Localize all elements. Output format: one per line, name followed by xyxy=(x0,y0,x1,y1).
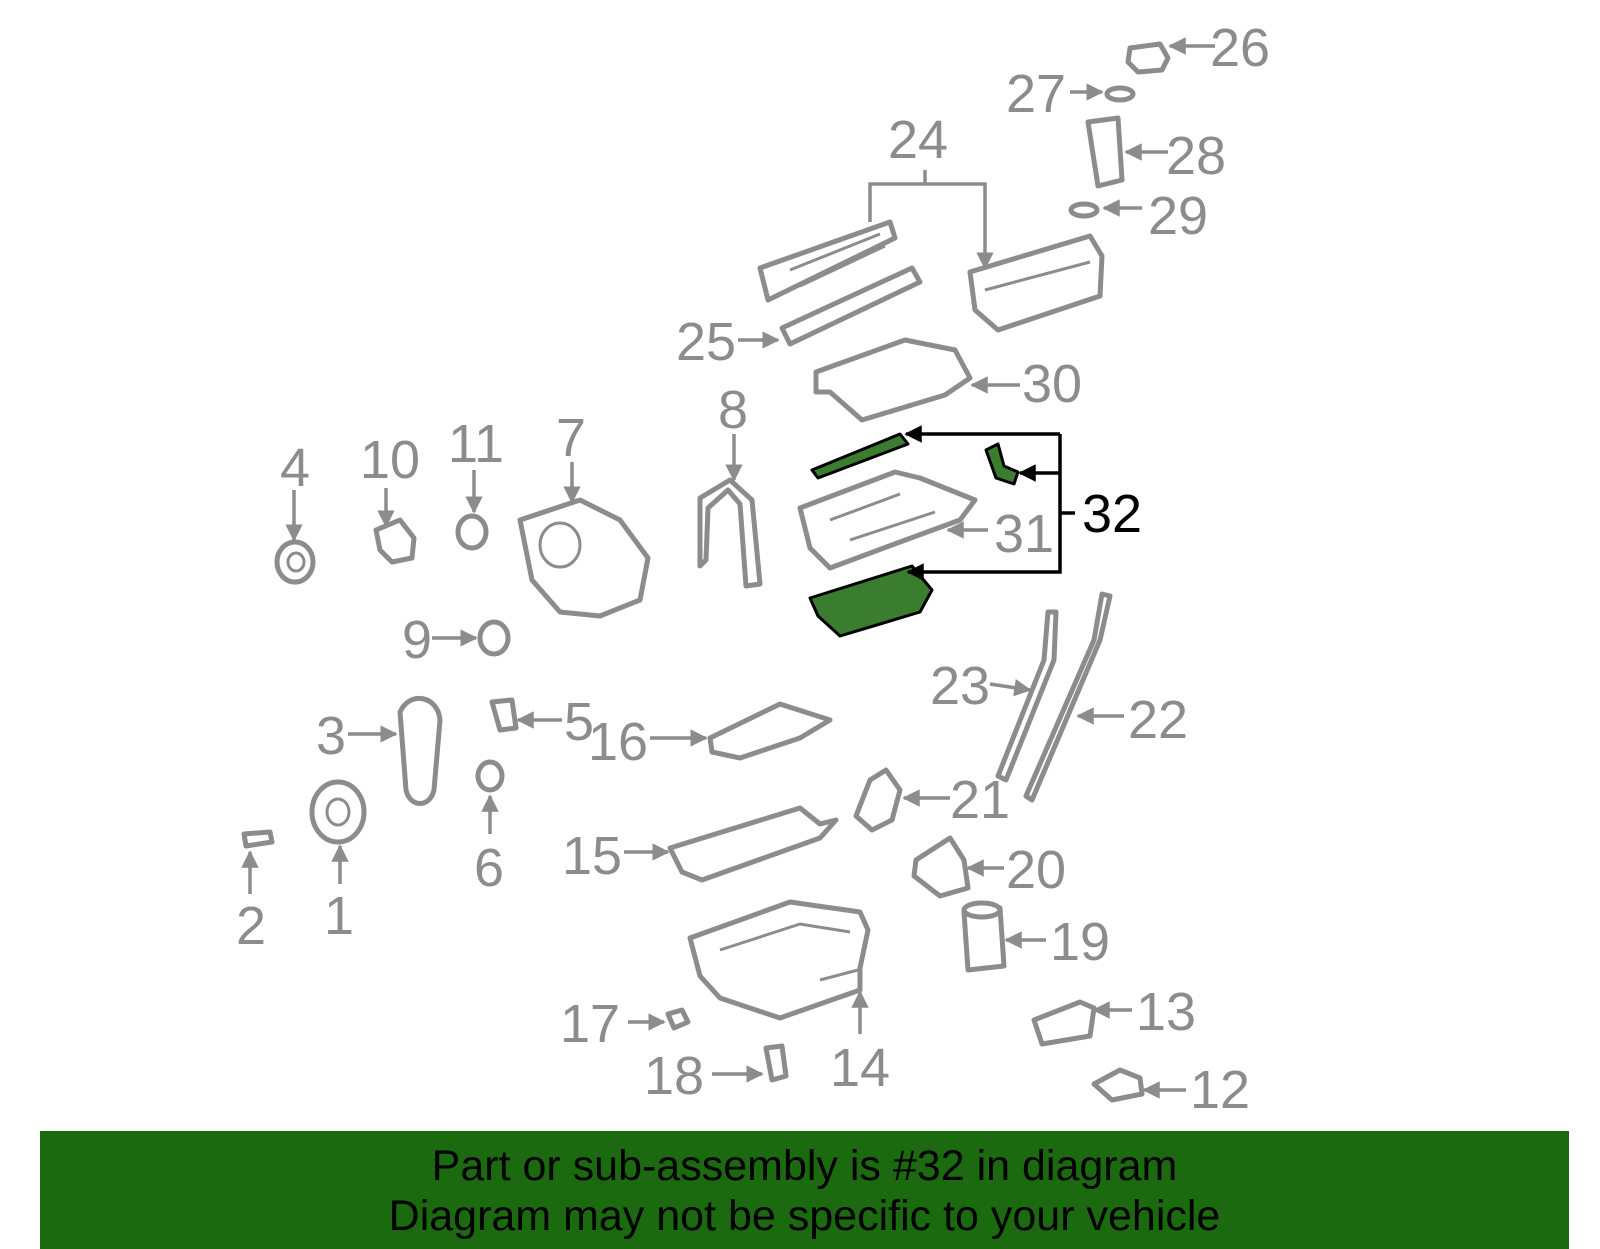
callout-29: 29 xyxy=(1148,186,1208,246)
part-oil-filter[interactable] xyxy=(961,900,1046,973)
part-o-ring-29[interactable] xyxy=(1068,199,1142,219)
part-32-gasket-set[interactable] xyxy=(808,425,1075,638)
part-crank-pulley[interactable] xyxy=(309,779,367,884)
callout-14: 14 xyxy=(830,1038,890,1098)
part-bracket-12[interactable] xyxy=(1091,1067,1186,1103)
part-valve-covers[interactable] xyxy=(757,170,1105,333)
callout-5: 5 xyxy=(564,692,594,752)
part-seal-27[interactable] xyxy=(1070,83,1136,103)
part-oil-pan[interactable] xyxy=(687,899,871,1034)
part-bracket-5[interactable] xyxy=(489,697,562,733)
callout-32: 32 xyxy=(1082,484,1142,544)
callout-28: 28 xyxy=(1166,126,1226,186)
part-dipstick-tube[interactable] xyxy=(989,609,1059,783)
part-intake-cover[interactable] xyxy=(813,337,1020,423)
callout-13: 13 xyxy=(1136,982,1196,1042)
callout-27: 27 xyxy=(1006,64,1066,124)
part-cover-20[interactable] xyxy=(911,835,1004,899)
callout-16: 16 xyxy=(588,712,648,772)
part-sensor-21[interactable] xyxy=(853,767,950,833)
notice-part-reference: Part or sub-assembly is #32 in diagram xyxy=(431,1142,1178,1190)
callout-23: 23 xyxy=(930,656,990,716)
part-filler-tube[interactable] xyxy=(1085,115,1168,189)
callout-11: 11 xyxy=(448,414,504,474)
callout-8: 8 xyxy=(718,380,748,440)
part-belt-3[interactable] xyxy=(348,695,443,806)
callout-25: 25 xyxy=(676,312,736,372)
notice-disclaimer: Diagram may not be specific to your vehi… xyxy=(388,1192,1221,1240)
callout-20: 20 xyxy=(1006,840,1066,900)
callout-6: 6 xyxy=(474,838,504,898)
part-seal-6[interactable] xyxy=(475,759,505,834)
part-sensor-18[interactable] xyxy=(712,1043,789,1083)
part-damper-4[interactable] xyxy=(274,490,316,585)
callout-2: 2 xyxy=(236,896,266,956)
callout-10: 10 xyxy=(360,430,420,490)
callout-30: 30 xyxy=(1022,354,1082,414)
part-ring-11[interactable] xyxy=(455,470,489,551)
callout-21: 21 xyxy=(950,770,1010,830)
callout-7: 7 xyxy=(556,408,586,468)
part-valve-cover-gasket[interactable] xyxy=(738,265,923,349)
part-seal-9[interactable] xyxy=(432,619,511,657)
part-sprocket-10[interactable] xyxy=(373,488,417,565)
callout-24: 24 xyxy=(888,110,948,170)
callout-17: 17 xyxy=(560,994,620,1054)
callout-1: 1 xyxy=(324,886,354,946)
part-intake-manifold[interactable] xyxy=(797,469,988,571)
callout-26: 26 xyxy=(1210,18,1270,78)
callout-31: 31 xyxy=(994,504,1054,564)
part-timing-cover-gasket[interactable] xyxy=(697,434,763,589)
callout-19: 19 xyxy=(1050,912,1110,972)
callout-18: 18 xyxy=(644,1046,704,1106)
callout-12: 12 xyxy=(1190,1060,1250,1120)
part-dipstick[interactable] xyxy=(1023,591,1124,803)
part-drain-plug[interactable] xyxy=(628,1007,691,1031)
callout-22: 22 xyxy=(1128,690,1188,750)
callout-3: 3 xyxy=(316,706,346,766)
diagram-notice-banner: Part or sub-assembly is #32 in diagram D… xyxy=(40,1131,1569,1249)
callout-9: 9 xyxy=(402,610,432,670)
part-bracket-13[interactable] xyxy=(1031,999,1132,1047)
part-bolt-2[interactable] xyxy=(241,829,275,894)
callout-4: 4 xyxy=(280,438,310,498)
callout-15: 15 xyxy=(562,826,622,886)
part-timing-cover[interactable] xyxy=(517,462,651,619)
part-oil-pan-gasket[interactable] xyxy=(624,805,839,883)
part-oil-filler-cap[interactable] xyxy=(1125,37,1215,75)
part-baffle-16[interactable] xyxy=(650,701,833,761)
